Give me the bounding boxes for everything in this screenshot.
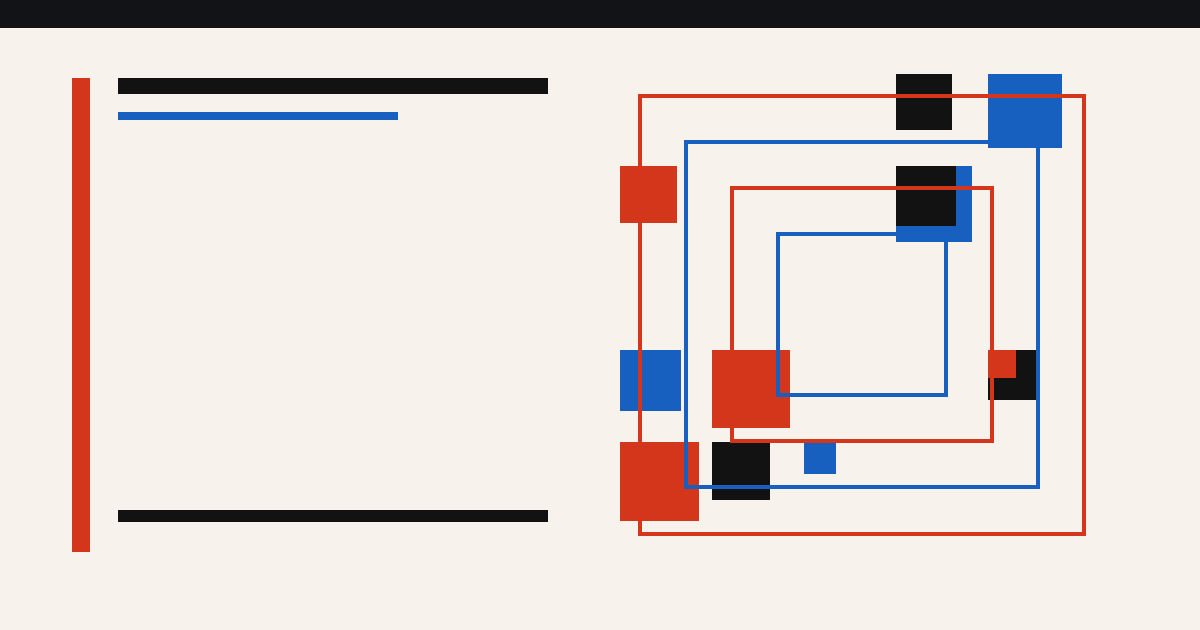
tile-black-center-bottom bbox=[712, 442, 770, 500]
tile-red-left-upper bbox=[620, 166, 677, 223]
outline-red-third bbox=[730, 186, 994, 443]
top-bar bbox=[0, 0, 1200, 28]
tile-blue-left-middle bbox=[620, 350, 681, 411]
tile-black-mid-front bbox=[896, 166, 956, 226]
outline-red-outer bbox=[638, 94, 1086, 536]
tile-black-top bbox=[896, 74, 952, 130]
title-rule bbox=[118, 78, 548, 94]
footer-rule bbox=[118, 510, 548, 522]
tile-blue-top-right bbox=[988, 74, 1062, 148]
tile-blue-small-bottom bbox=[804, 442, 836, 474]
left-accent-bar bbox=[72, 78, 90, 552]
outline-blue-inner bbox=[776, 232, 948, 397]
outline-blue-second bbox=[684, 140, 1040, 489]
subtitle-rule bbox=[118, 112, 398, 120]
